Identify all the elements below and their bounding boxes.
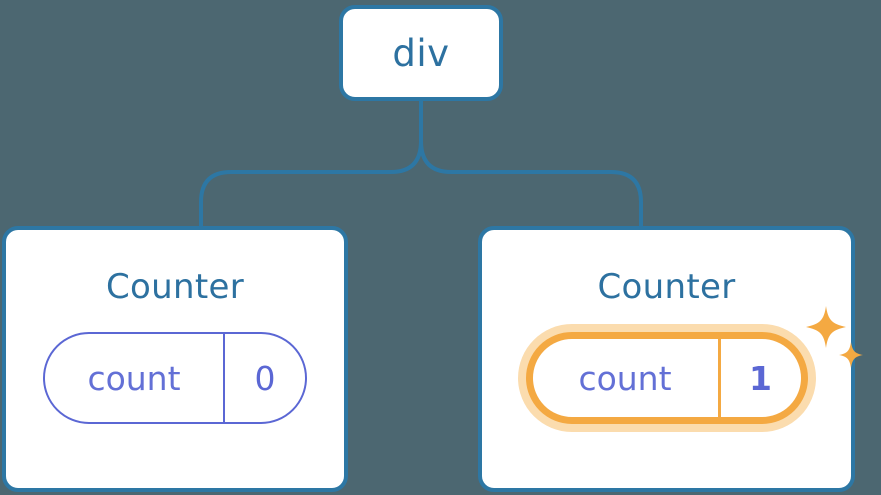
state-value-left: 0 <box>254 358 276 398</box>
state-key-left: count <box>87 358 181 398</box>
node-counter-right-title: Counter <box>597 267 736 307</box>
sparkle-large-icon <box>805 306 846 348</box>
state-pill-divider-left <box>223 334 225 422</box>
state-value-right: 1 <box>749 358 772 398</box>
node-div[interactable]: div <box>339 5 503 101</box>
state-key-right: count <box>578 358 672 398</box>
node-counter-left[interactable]: Counter count 0 <box>2 226 348 492</box>
state-pill-divider-right <box>717 339 721 417</box>
node-counter-left-title: Counter <box>106 267 244 307</box>
node-div-label: div <box>392 31 450 75</box>
node-counter-right[interactable]: Counter count 1 <box>478 226 863 492</box>
sparkle-small-icon <box>838 342 863 368</box>
state-pill-wrapper-right: count 1 <box>525 306 863 424</box>
state-pill-right[interactable]: count 1 <box>525 332 808 424</box>
state-pill-wrapper-left: count 0 <box>43 332 307 424</box>
sparkle-group <box>805 306 863 368</box>
state-pill-left[interactable]: count 0 <box>43 332 307 424</box>
